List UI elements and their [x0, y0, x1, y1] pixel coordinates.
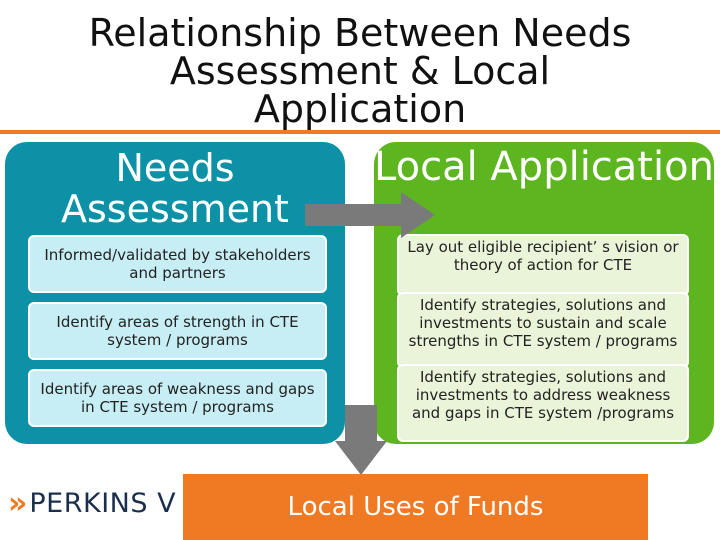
needs-assessment-heading: Needs Assessment	[61, 146, 289, 231]
needs-item-weakness: Identify areas of weakness and gaps in C…	[28, 369, 327, 427]
local-item-vision: Lay out eligible recipient’ s vision or …	[397, 234, 689, 296]
down-arrow	[335, 405, 387, 475]
page-title: Relationship Between Needs Assessment & …	[88, 11, 632, 131]
local-uses-of-funds-box: Local Uses of Funds	[183, 474, 648, 540]
needs-item-strength: Identify areas of strength in CTE system…	[28, 302, 327, 360]
title-divider	[0, 130, 720, 134]
perkins-logo-text: PERKINS V	[29, 488, 177, 519]
chevron-icon: »	[8, 486, 28, 521]
perkins-logo: » PERKINS V	[8, 486, 176, 521]
local-item-strengths: Identify strategies, solutions and inves…	[397, 292, 689, 368]
local-item-weakness: Identify strategies, solutions and inves…	[397, 364, 689, 442]
needs-item-stakeholders: Informed/validated by stakeholders and p…	[28, 235, 327, 293]
right-arrow	[305, 192, 435, 238]
local-application-heading: Local Application	[374, 144, 714, 190]
